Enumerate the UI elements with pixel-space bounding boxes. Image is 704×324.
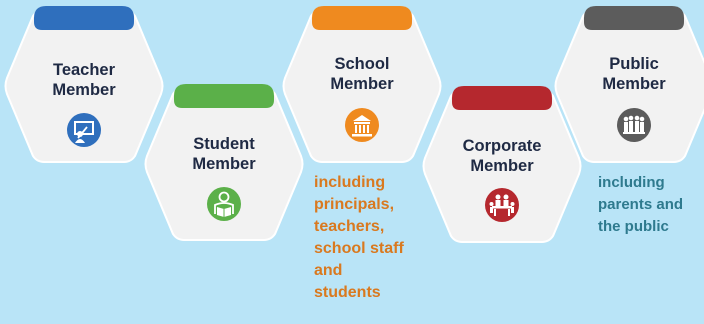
public-title-line2: Member [602, 75, 666, 93]
school-desc-line: teachers, [314, 218, 385, 235]
public-tab [584, 6, 684, 30]
student-member-card[interactable]: Student Member [144, 84, 304, 244]
teacher-hexagon [4, 6, 164, 163]
people-group-icon [617, 108, 651, 142]
student-title-line2: Member [192, 155, 256, 173]
meeting-icon [485, 188, 519, 222]
student-tab [174, 84, 274, 108]
student-member-title: Student Member [144, 134, 304, 174]
public-hexagon [554, 6, 704, 163]
school-member-description: including principals, teachers, school s… [314, 172, 404, 304]
teacher-member-title: Teacher Member [4, 60, 164, 100]
corporate-member-title: Corporate Member [422, 136, 582, 176]
public-desc-line: parents and [598, 196, 684, 213]
public-member-description: including parents and the public [598, 172, 683, 238]
corporate-member-card[interactable]: Corporate Member [422, 86, 582, 246]
school-desc-line: and [314, 262, 343, 279]
teacher-member-card[interactable]: Teacher Member [4, 6, 164, 166]
teacher-icon [67, 113, 101, 147]
corporate-title-line2: Member [470, 157, 534, 175]
corporate-hexagon [422, 86, 582, 243]
public-title-line1: Public [609, 55, 659, 73]
school-member-title: School Member [282, 54, 442, 94]
teacher-title-line2: Member [52, 81, 116, 99]
teacher-tab [34, 6, 134, 30]
school-tab [312, 6, 412, 30]
school-desc-line: school staff [314, 240, 404, 257]
student-title-line1: Student [193, 135, 255, 153]
public-desc-line: including [598, 174, 665, 191]
school-hexagon [282, 6, 442, 163]
school-title-line2: Member [330, 75, 394, 93]
corporate-title-line1: Corporate [462, 137, 542, 155]
public-desc-line: the public [598, 218, 669, 235]
corporate-tab [452, 86, 552, 110]
school-desc-line: principals, [314, 196, 395, 213]
school-title-line1: School [334, 55, 390, 73]
school-building-icon [345, 108, 379, 142]
student-reading-icon [207, 187, 241, 221]
school-member-card[interactable]: School Member [282, 6, 442, 166]
teacher-title-line1: Teacher [52, 61, 116, 79]
public-member-title: Public Member [554, 54, 704, 94]
public-member-card[interactable]: Public Member [554, 6, 704, 166]
school-desc-line: students [314, 284, 381, 301]
school-desc-line: including [314, 174, 386, 191]
student-hexagon [144, 84, 304, 241]
